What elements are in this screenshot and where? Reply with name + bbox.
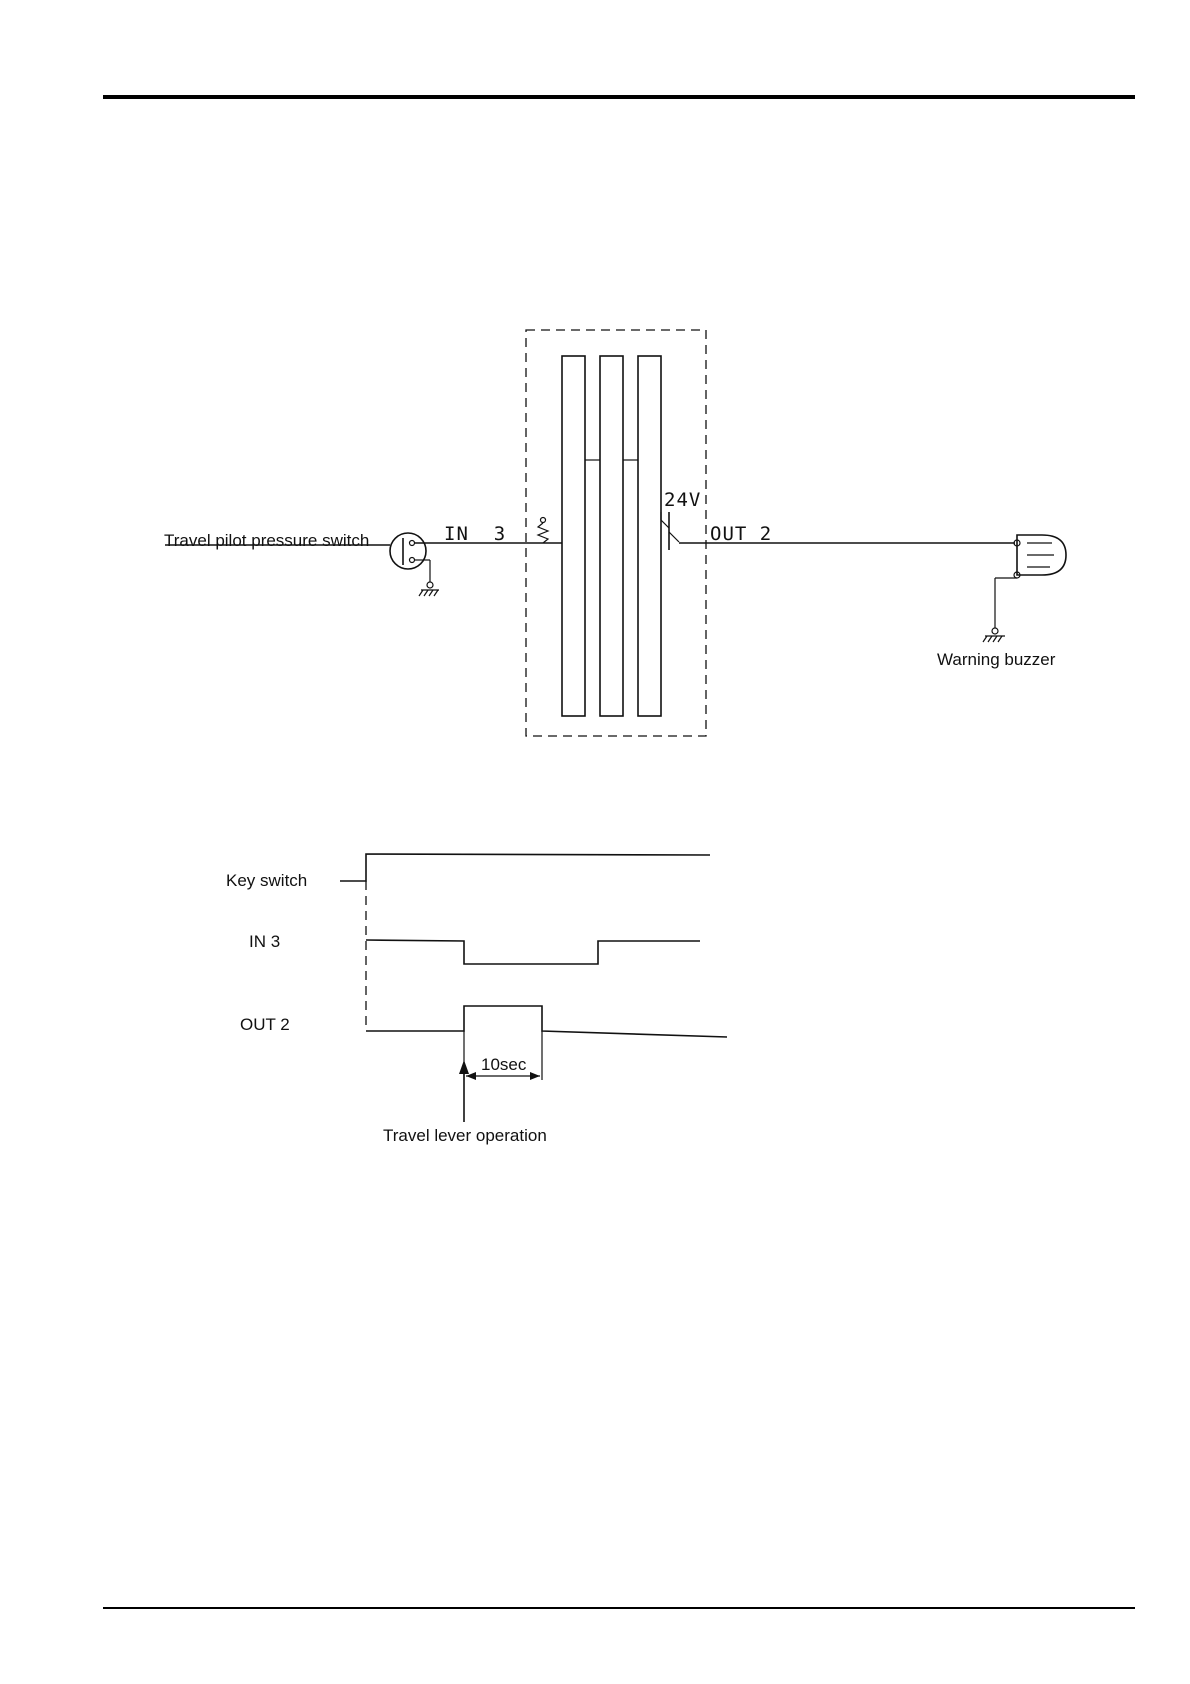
in3-label: IN 3: [249, 932, 280, 951]
key-switch-waveform: [340, 854, 710, 881]
duration-label: 10sec: [481, 1055, 527, 1074]
timing-chart: Key switch IN 3 OUT 2 10sec Travel lever…: [226, 854, 727, 1145]
out2-waveform: [366, 1006, 727, 1037]
pressure-switch-icon: [390, 533, 433, 588]
voltage-label: 24V: [664, 489, 701, 511]
duration-arrow-right-icon: [530, 1072, 540, 1080]
out2-label: OUT 2: [240, 1015, 290, 1034]
warning-buzzer-icon: [992, 535, 1066, 634]
buzzer-label: Warning buzzer: [937, 650, 1056, 669]
controller-box: [526, 330, 706, 736]
input-label: IN 3: [444, 523, 506, 545]
key-switch-label: Key switch: [226, 871, 307, 890]
switch-label: Travel pilot pressure switch: [164, 531, 369, 550]
buzzer-ground-icon: [983, 636, 1005, 642]
circuit-diagram: Travel pilot pressure switch IN 3 24V OU…: [164, 330, 1066, 736]
output-transistor-icon: [661, 512, 679, 550]
switch-ground-icon: [419, 590, 439, 596]
output-label: OUT 2: [710, 523, 772, 545]
controller-bar-1: [562, 356, 585, 716]
operation-label: Travel lever operation: [383, 1126, 547, 1145]
controller-bar-3: [638, 356, 661, 716]
operation-arrow-head-icon: [459, 1060, 469, 1074]
pullup-resistor-icon: [538, 518, 548, 544]
controller-bar-2: [600, 356, 623, 716]
in3-waveform: [366, 940, 700, 964]
